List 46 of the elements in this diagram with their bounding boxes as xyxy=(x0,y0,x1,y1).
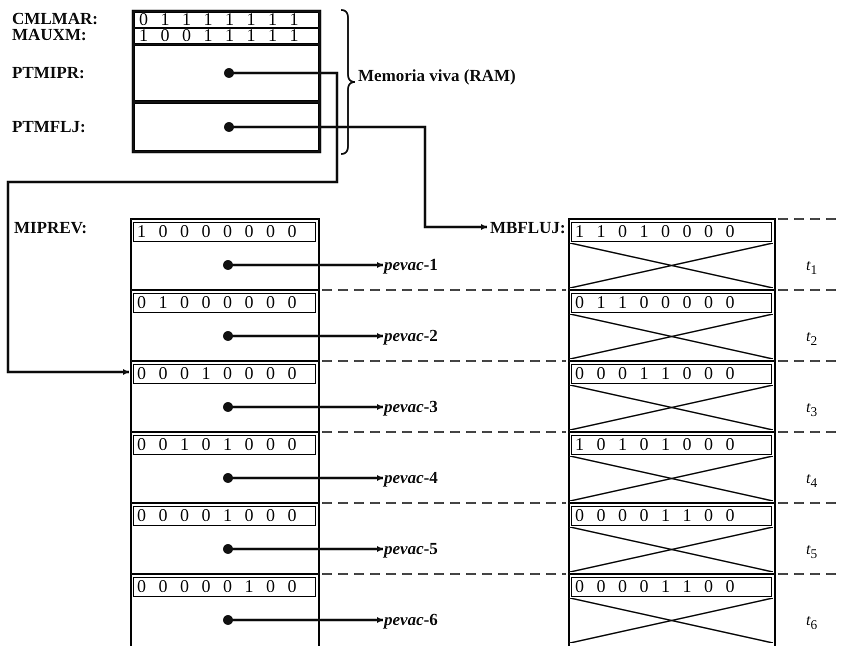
pointer-target-label: pevac-6 xyxy=(384,610,438,630)
bit-string: 0 1 1 1 1 1 1 1 xyxy=(139,11,298,28)
time-label: t$_{2}$ xyxy=(806,327,818,350)
bit-string: 0 0 0 0 0 1 0 0 xyxy=(133,577,316,597)
bit-string: 1 0 1 0 1 0 0 0 xyxy=(571,435,772,455)
table-entry xyxy=(568,502,776,573)
field-label: PTMFLJ: xyxy=(12,117,86,137)
table-entry xyxy=(568,360,776,431)
bit-string: 1 0 0 0 0 0 0 0 xyxy=(133,222,316,242)
time-label: t$_{4}$ xyxy=(806,469,818,492)
bit-string: 0 0 0 0 1 1 0 0 xyxy=(571,506,772,526)
pointer-arrow xyxy=(223,473,383,483)
pointer-target-label: pevac-2 xyxy=(384,326,438,346)
bit-string: 0 0 0 1 0 0 0 0 xyxy=(133,364,316,384)
table-entry xyxy=(568,289,776,360)
memory-group-label: Memoria viva (RAM) xyxy=(358,66,516,86)
time-label: t$_{6}$ xyxy=(806,611,818,634)
bit-string: 1 0 0 1 1 1 1 1 xyxy=(139,27,298,44)
table-label: MIPREV: xyxy=(14,218,88,238)
bit-string: 1 1 0 1 0 0 0 0 xyxy=(571,222,772,242)
field-label: MAUXM: xyxy=(12,26,87,43)
table-label: MBFLUJ: xyxy=(490,218,566,238)
time-label: t$_{1}$ xyxy=(806,256,818,280)
pointer-arrow xyxy=(223,615,383,625)
pointer-arrow xyxy=(223,544,383,554)
pointer-arrow xyxy=(224,122,487,230)
table-entry xyxy=(568,573,776,644)
pointer-arrow xyxy=(223,331,383,341)
bit-string: 0 0 0 1 1 0 0 0 xyxy=(571,364,772,384)
field-label: CMLMAR: xyxy=(12,10,98,27)
bit-string: 0 1 1 0 0 0 0 0 xyxy=(571,293,772,313)
pointer-target-label: pevac-4 xyxy=(384,468,438,488)
bit-string: 0 1 0 0 0 0 0 0 xyxy=(133,293,316,313)
pointer-arrow xyxy=(6,68,338,375)
bit-string: 0 0 0 0 1 1 0 0 xyxy=(571,577,772,597)
pointer-target-label: pevac-5 xyxy=(384,539,438,559)
pointer-arrow xyxy=(223,260,383,270)
pointer-arrow xyxy=(223,402,383,412)
table-entry xyxy=(568,431,776,502)
bit-string: 0 0 1 0 1 0 0 0 xyxy=(133,435,316,455)
time-label: t$_{5}$ xyxy=(806,540,818,564)
bit-string: 0 0 0 0 1 0 0 0 xyxy=(133,506,316,526)
pointer-target-label: pevac-3 xyxy=(384,397,438,417)
field-label: PTMIPR: xyxy=(12,63,85,83)
time-label: t$_{3}$ xyxy=(806,398,818,422)
pointer-target-label: pevac-1 xyxy=(384,255,438,275)
